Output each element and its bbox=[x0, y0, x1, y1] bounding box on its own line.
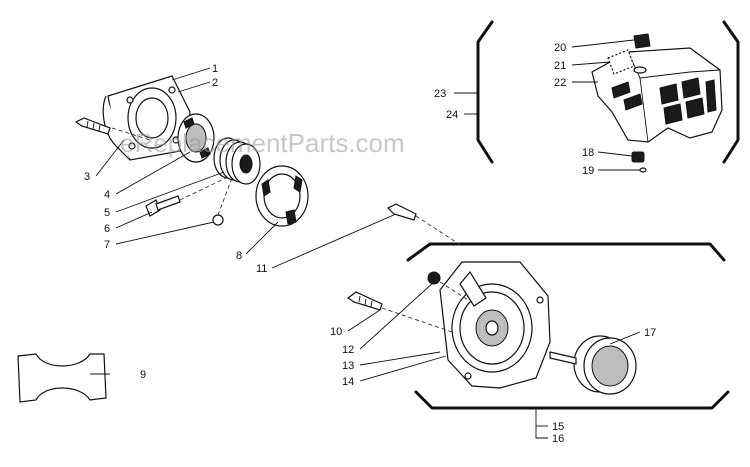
cover-gasket bbox=[607, 49, 635, 75]
callout-20: 20 bbox=[554, 42, 566, 54]
starter-bolt bbox=[346, 291, 383, 311]
callout-11: 11 bbox=[256, 263, 267, 275]
callout-21: 21 bbox=[554, 60, 566, 72]
callout-16: 16 bbox=[552, 433, 564, 445]
callout-15: 15 bbox=[552, 421, 564, 433]
clutch-spring bbox=[213, 137, 261, 185]
leader-lines bbox=[90, 39, 641, 439]
callout-18: 18 bbox=[582, 147, 594, 159]
callout-1: 1 bbox=[212, 63, 218, 75]
gasket-plate bbox=[17, 353, 107, 403]
callout-24: 24 bbox=[446, 109, 458, 121]
callout-23: 23 bbox=[434, 88, 446, 100]
upper-bolt bbox=[386, 203, 417, 221]
callout-22: 22 bbox=[554, 77, 566, 89]
callout-numbers: 1 2 3 4 5 6 7 8 9 10 11 12 13 14 15 16 1… bbox=[84, 42, 656, 445]
callout-4: 4 bbox=[104, 189, 110, 201]
starter-pulley bbox=[549, 335, 637, 395]
callout-2: 2 bbox=[212, 77, 218, 89]
starter-housing bbox=[439, 261, 551, 389]
clutch-housing bbox=[102, 75, 191, 161]
callout-19: 19 bbox=[582, 165, 594, 177]
starter-assembly-bracket bbox=[406, 242, 730, 410]
starter-grommet bbox=[427, 271, 441, 285]
callout-14: 14 bbox=[342, 376, 354, 388]
cover-assembly-bracket bbox=[476, 20, 740, 164]
callout-10: 10 bbox=[330, 326, 342, 338]
callout-12: 12 bbox=[342, 344, 354, 356]
small-screw bbox=[639, 167, 647, 173]
watermark: eReplacementParts.com bbox=[120, 128, 405, 158]
callout-17: 17 bbox=[644, 327, 656, 339]
grommet bbox=[631, 151, 645, 163]
housing-bolt bbox=[74, 117, 111, 135]
engine-cover bbox=[591, 47, 723, 143]
callout-9: 9 bbox=[140, 369, 146, 381]
callout-8: 8 bbox=[236, 250, 242, 262]
callout-6: 6 bbox=[104, 223, 110, 235]
clutch-drum bbox=[255, 165, 309, 227]
callout-7: 7 bbox=[104, 239, 110, 251]
callout-3: 3 bbox=[84, 171, 90, 183]
callout-5: 5 bbox=[104, 207, 110, 219]
cover-knob bbox=[633, 33, 651, 49]
clutch-bolt bbox=[145, 195, 181, 217]
clutch-shoes bbox=[177, 113, 215, 163]
assembly-lines bbox=[111, 127, 469, 333]
washer bbox=[212, 214, 224, 226]
callout-13: 13 bbox=[342, 360, 354, 372]
